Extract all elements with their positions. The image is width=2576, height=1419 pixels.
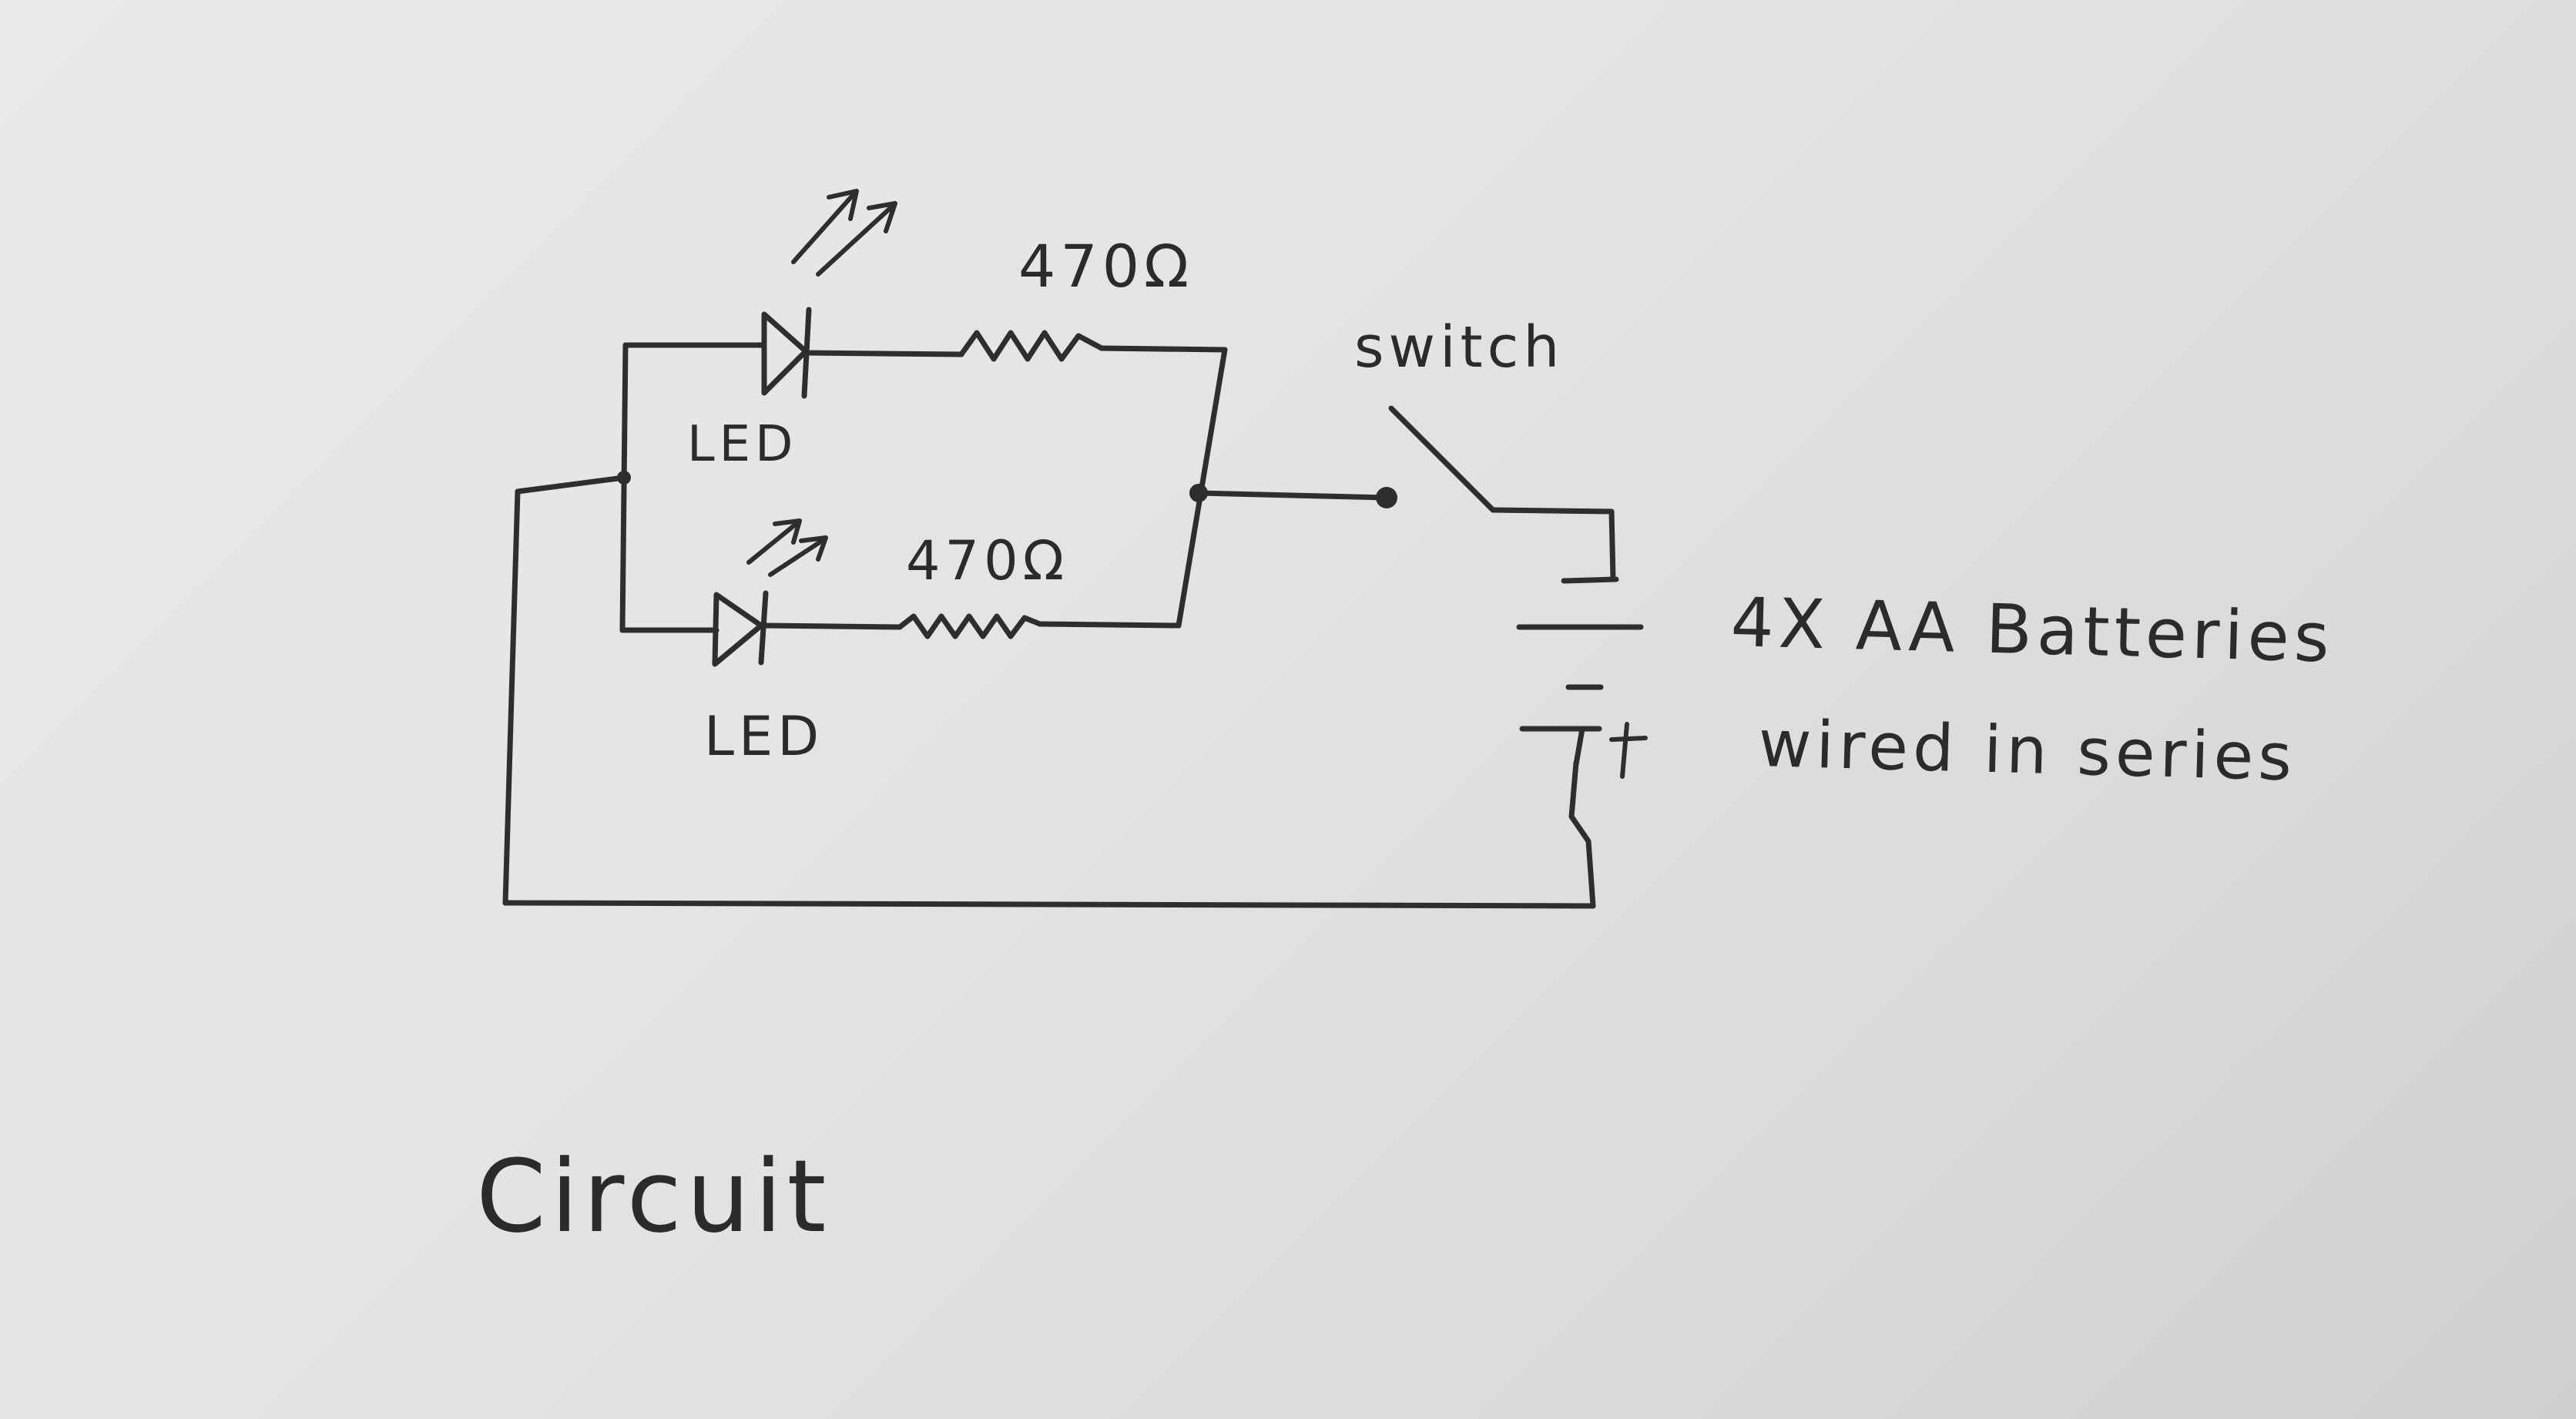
wiring (502, 342, 1616, 909)
top-resistor-label: 470Ω (1018, 232, 1193, 300)
bottom-resistor-symbol (897, 613, 1043, 639)
left-rail-wire (619, 342, 629, 633)
switch-output-wire (1490, 507, 1616, 582)
battery-label-line1: 4X AA Batteries (1729, 582, 2335, 677)
bottom-resistor-label: 470Ω (906, 529, 1068, 592)
diagram-title: Circuit (476, 1138, 830, 1255)
return-wire-left (502, 475, 627, 906)
junction-dot-right (1189, 484, 1208, 502)
top-branch-wire-right (1098, 345, 1228, 353)
top-branch-wire-mid (804, 350, 964, 357)
top-led-label: LED (687, 416, 797, 473)
bottom-branch-wire-mid (760, 622, 903, 630)
return-wire-bottom (502, 900, 1596, 909)
top-resistor-symbol (958, 330, 1105, 362)
junction-dot-left (617, 471, 631, 485)
switch-label: switch (1354, 314, 1564, 381)
switch-symbol (1376, 405, 1496, 513)
switch-feed-wire (1196, 490, 1390, 501)
top-led-symbol (761, 189, 897, 399)
return-wire-right (1568, 760, 1596, 909)
bottom-led-symbol (712, 518, 828, 667)
battery-label-line2: wired in series (1757, 706, 2297, 795)
battery-symbol (1516, 576, 1648, 779)
bottom-branch-wire-right (1037, 621, 1182, 629)
bottom-led-label: LED (704, 705, 823, 768)
